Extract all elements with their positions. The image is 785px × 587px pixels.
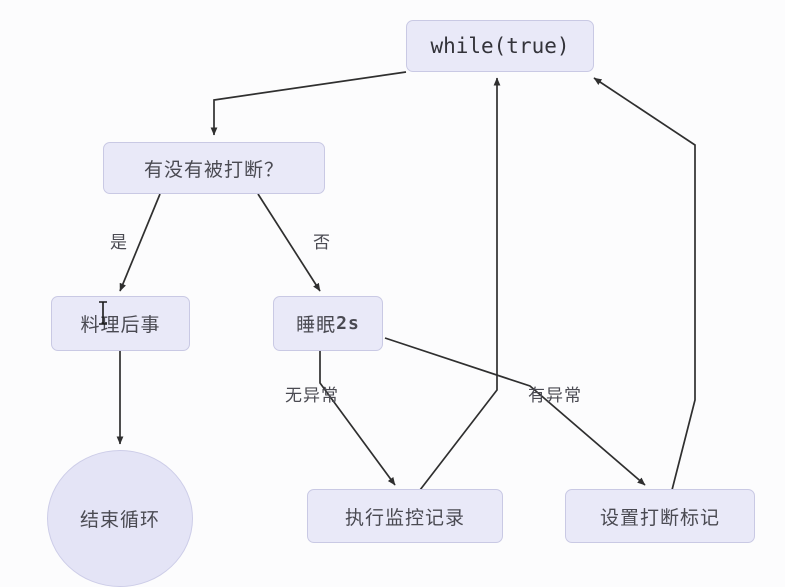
edge-sleep-to-setflag	[384, 337, 646, 486]
edge-while-to-decision	[210, 71, 407, 136]
node-decision-label: 有没有被打断？	[143, 159, 284, 181]
node-decision-interrupted[interactable]: 有没有被打断？	[103, 142, 325, 194]
node-monitor-log-label: 执行监控记录	[344, 507, 465, 529]
node-while-loop-label: while(true)	[430, 34, 570, 58]
node-sleep-label: 睡眠	[296, 315, 337, 336]
node-end-loop-label: 结束循环	[79, 510, 160, 531]
edge-decision-to-sleep	[257, 193, 321, 292]
edge-label-no: 否	[313, 233, 331, 252]
edge-decision-to-aftermath	[119, 193, 161, 292]
edge-monitor-to-while	[419, 77, 501, 491]
edge-sleep-to-monitor	[319, 351, 396, 486]
node-sleep-duration: 2s	[336, 313, 360, 334]
node-aftermath[interactable]: 料理后事	[51, 296, 190, 351]
node-monitor-log[interactable]: 执行监控记录	[307, 489, 503, 543]
edge-label-has-exception: 有异常	[528, 386, 582, 405]
node-aftermath-label: 料理后事	[80, 315, 161, 336]
edge-label-yes: 是	[110, 233, 128, 252]
node-set-flag-label: 设置打断标记	[599, 507, 720, 529]
node-set-flag[interactable]: 设置打断标记	[565, 489, 755, 543]
node-while-loop[interactable]: while(true)	[406, 20, 594, 72]
edge-label-no-exception: 无异常	[285, 386, 339, 405]
node-end-loop[interactable]: 结束循环	[47, 450, 193, 587]
edge-setflag-to-while	[593, 77, 696, 491]
